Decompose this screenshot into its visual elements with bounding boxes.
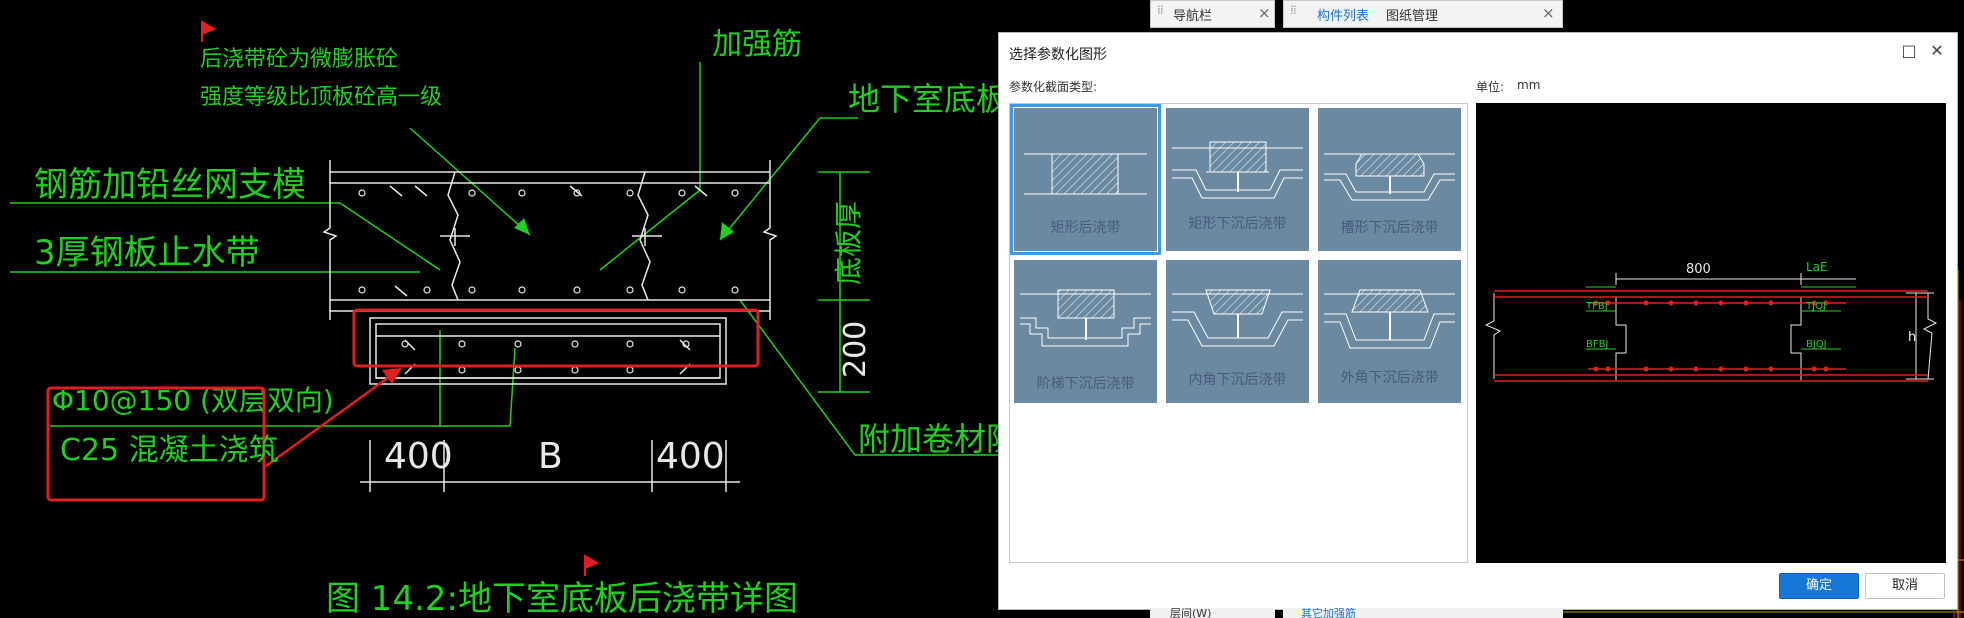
concrete-label: C25 混凝土浇筑	[60, 433, 279, 468]
stepped-sunken-thumbnail	[1020, 289, 1151, 347]
figure-caption: 图 14.2:地下室底板后浇带详图	[326, 579, 798, 618]
tile-label: 矩形下沉后浇带	[1188, 216, 1287, 232]
bottom-panel-right: 其它加强筋	[1283, 608, 1563, 618]
tile-label: 矩形后浇带	[1050, 220, 1121, 236]
unit-value: mm	[1517, 78, 1541, 92]
tile-inner-corner-sunken-post-pour-strip[interactable]: 内角下沉后浇带	[1166, 260, 1309, 403]
close-icon[interactable]: ×	[1258, 4, 1271, 22]
maximize-icon[interactable]: □	[1901, 41, 1917, 60]
preview-dim-width: 800	[1686, 262, 1711, 277]
tab-drawing-management[interactable]: 图纸管理	[1386, 9, 1439, 24]
note-line-1: 后浇带砼为微膨胀砼	[200, 47, 398, 72]
shape-preview: 800 LaE TFBJ TJQJ BFBJ BJQJ h	[1476, 103, 1946, 563]
preview-label-bjqj: BJQJ	[1806, 339, 1827, 350]
mesh-label: 钢筋加铅丝网支模	[34, 165, 306, 205]
dialog-title: 选择参数化图形	[1009, 47, 1107, 63]
dim-400-left: 400	[384, 436, 453, 477]
close-icon[interactable]: ×	[1542, 4, 1555, 22]
preview-label-tjqj: TJQJ	[1805, 301, 1826, 312]
tile-rect-post-pour-strip[interactable]: 矩形后浇带	[1010, 104, 1161, 255]
flag-icon	[584, 554, 600, 576]
select-parametric-shape-dialog: 选择参数化图形 □ ✕ 参数化截面类型: 单位: mm 矩形后浇带	[998, 32, 1958, 610]
note-line-2: 强度等级比顶板砼高一级	[200, 85, 442, 110]
preview-label-tfbj: TFBJ	[1585, 301, 1608, 312]
tile-label: 阶梯下沉后浇带	[1036, 376, 1135, 392]
rect-sunken-thumbnail	[1172, 141, 1303, 199]
tile-label: 内角下沉后浇带	[1188, 372, 1287, 388]
slab-thickness-label: 底板厚	[832, 201, 865, 285]
flag-icon	[201, 20, 217, 42]
preview-label-bfbj: BFBJ	[1586, 339, 1608, 350]
waterstop-label: 3厚钢板止水带	[34, 233, 260, 273]
components-panel-header: ⁞⁞ 构件列表 图纸管理 ×	[1283, 0, 1563, 28]
tile-stepped-sunken-post-pour-strip[interactable]: 阶梯下沉后浇带	[1014, 260, 1157, 403]
shape-gallery: 矩形后浇带 矩形下沉后浇带	[1009, 103, 1468, 563]
ok-button[interactable]: 确定	[1779, 573, 1859, 599]
rebar-label: 加强筋	[712, 27, 802, 62]
tile-outer-corner-sunken-post-pour-strip[interactable]: 外角下沉后浇带	[1318, 260, 1461, 403]
tab-components[interactable]: 构件列表	[1317, 9, 1370, 24]
rect-strip-thumbnail	[1024, 153, 1147, 195]
tile-rect-sunken-post-pour-strip[interactable]: 矩形下沉后浇带	[1166, 108, 1309, 251]
highlight-box	[352, 308, 760, 368]
arrow-icon	[382, 368, 402, 384]
dim-200: 200	[838, 321, 873, 378]
drag-handle-icon[interactable]: ⁞⁞	[1290, 3, 1297, 17]
unit-label: 单位:	[1476, 80, 1505, 94]
trough-sunken-thumbnail	[1324, 153, 1455, 201]
section-type-label: 参数化截面类型:	[1009, 80, 1098, 94]
tab-nav[interactable]: 导航栏	[1173, 9, 1213, 24]
bottom-left-text[interactable]: 层间(W)	[1170, 608, 1212, 618]
basement-slab-label: 地下室底板	[848, 80, 1008, 118]
preview-dim-lae: LaE	[1806, 260, 1828, 274]
drag-handle-icon[interactable]: ⁞⁞	[1157, 3, 1164, 17]
preview-drawing: 800 LaE TFBJ TJQJ BFBJ BJQJ h	[1484, 260, 1938, 382]
tile-label: 槽形下沉后浇带	[1340, 220, 1439, 236]
cancel-button[interactable]: 取消	[1865, 573, 1945, 599]
tile-trough-sunken-post-pour-strip[interactable]: 槽形下沉后浇带	[1318, 108, 1461, 251]
bottom-right-text[interactable]: 其它加强筋	[1301, 608, 1356, 618]
outer-corner-thumbnail	[1324, 289, 1455, 349]
dim-400-right: 400	[656, 436, 725, 477]
preview-label-h: h	[1908, 330, 1916, 345]
dim-b: B	[538, 436, 563, 477]
close-icon[interactable]: ✕	[1930, 41, 1944, 60]
inner-corner-thumbnail	[1172, 289, 1303, 347]
bottom-panel-left: 层间(W)	[1150, 608, 1275, 618]
nav-panel-header: ⁞⁞ 导航栏 ×	[1150, 0, 1275, 28]
highlight-box	[46, 386, 266, 502]
tile-label: 外角下沉后浇带	[1340, 370, 1439, 386]
